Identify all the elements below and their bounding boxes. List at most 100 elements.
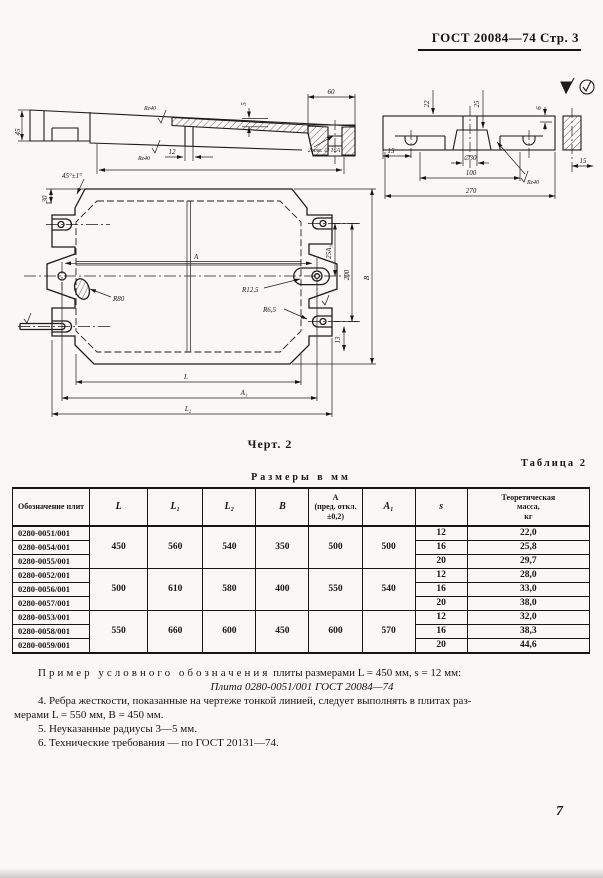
value-A1: 540: [361, 568, 416, 611]
finish-mark-label: Rz40: [143, 105, 156, 112]
table-header-row: Обозначение плит L L₁ L₂ B A (пред. откл…: [11, 487, 591, 527]
note-5: 5. Неуказанные радиусы 3—5 мм.: [38, 723, 197, 736]
table-row: 0280-0058/001 16 38,3: [11, 624, 591, 639]
example-designation-intro: Пример условного обозначения плиты разме…: [38, 667, 462, 679]
col-B: B: [255, 487, 310, 527]
dim-l: L: [183, 373, 188, 381]
surface-finish-icon: [23, 312, 32, 324]
value-B: 450: [255, 610, 310, 654]
surface-finish-icon: [157, 109, 167, 124]
dim-r6-5: R6,5: [262, 306, 277, 314]
value-L1: 560: [147, 525, 204, 569]
dim-60: 60: [328, 88, 336, 96]
value-mass: 38,0: [466, 596, 591, 611]
right-section-dimensions: [382, 90, 594, 199]
value-A: 500: [308, 525, 363, 569]
table-row: 0280-0055/001 20 29,7: [11, 554, 591, 569]
plan-rib-outline: [75, 200, 302, 353]
value-s: 16: [414, 624, 468, 639]
dim-12: 12: [169, 148, 177, 156]
label-a: A: [193, 253, 199, 261]
dim-15-right: 15: [580, 157, 588, 165]
dim-d30: ∅30: [463, 154, 477, 162]
finish-mark-label: Rz40: [526, 179, 539, 186]
page-bottom-shadow: [0, 868, 603, 878]
dim-b: B: [363, 275, 371, 280]
notes-block: Пример условного обозначения плиты разме…: [14, 666, 590, 750]
plan-dimensions: [23, 178, 376, 417]
value-mass: 32,0: [466, 610, 591, 625]
value-s: 16: [414, 540, 468, 555]
surface-finish-general-icon: [560, 78, 575, 95]
value-mass: 28,0: [466, 568, 591, 583]
plate-designation: 0280-0057/001: [11, 596, 91, 611]
note-6: 6. Технические требования — по ГОСТ 2013…: [38, 737, 279, 750]
note-4: 4. Ребра жесткости, показанные на чертеж…: [14, 695, 472, 722]
value-A: 600: [308, 610, 363, 654]
dim-a1: A₁: [240, 389, 248, 397]
plan-view: 45°±1° 30 A R80 R12,5 R6,5 25A₃ 200 B 13…: [18, 172, 376, 417]
dim-r12-5: R12,5: [241, 286, 259, 294]
dim-angle: 45°±1°: [62, 172, 82, 180]
value-A: 550: [308, 568, 363, 611]
value-mass: 33,0: [466, 582, 591, 597]
dim-6: 6: [535, 106, 543, 110]
value-mass: 38,3: [466, 624, 591, 639]
dim-30: 30: [41, 195, 49, 204]
col-designation: Обозначение плит: [11, 487, 91, 527]
plate-designation: 0280-0052/001: [11, 568, 91, 583]
dim-100: 100: [466, 169, 477, 177]
table-row: 0280-0056/001 16 33,0: [11, 582, 591, 597]
table-row: 0280-0051/001 450 560 540 350 500 500 12…: [11, 525, 591, 569]
plan-outline: [19, 188, 338, 365]
value-s: 20: [414, 596, 468, 611]
plate-designation: 0280-0053/001: [11, 610, 91, 625]
table-row: 0280-0059/001 20 44,6: [11, 638, 591, 654]
value-L: 500: [89, 568, 149, 611]
col-A: A (пред. откл. ±0,2): [308, 487, 363, 527]
value-A1: 500: [361, 525, 416, 569]
plate-designation: 0280-0051/001: [11, 525, 91, 541]
value-A1: 570: [361, 610, 416, 654]
plate-designation: 0280-0054/001: [11, 540, 91, 555]
surface-finish-icon: [151, 139, 161, 154]
left-section-outline: [29, 109, 356, 157]
value-L: 550: [89, 610, 149, 654]
table-row: 0280-0052/001 500 610 580 400 550 540 12…: [11, 568, 591, 611]
value-mass: 29,7: [466, 554, 591, 569]
plate-designation: 0280-0059/001: [11, 638, 91, 654]
table-title: Таблица 2: [520, 458, 587, 469]
value-s: 20: [414, 554, 468, 569]
dim-200: 200: [343, 269, 351, 280]
value-L2: 540: [202, 525, 257, 569]
dim-5: 5: [240, 102, 248, 106]
value-L1: 610: [147, 568, 204, 611]
right-section-outline: [382, 115, 582, 151]
dim-25a3: 25A₃: [325, 245, 333, 259]
value-L: 450: [89, 525, 149, 569]
holes-note: 2отв. ∅ 16А: [308, 147, 341, 154]
dim-r80: R80: [112, 295, 125, 303]
plan-ribs: [76, 201, 301, 352]
dim-l2: L₂: [184, 405, 192, 413]
col-mass: Теоретическая масса, кг: [466, 487, 591, 527]
dim-13: 13: [334, 336, 342, 344]
col-A1: A₁: [361, 487, 416, 527]
col-L2: L₂: [202, 487, 257, 527]
dim-45: 45: [14, 128, 22, 136]
value-L2: 600: [202, 610, 257, 654]
table-units-label: Размеры в мм: [251, 472, 351, 483]
page-header: ГОСТ 20084—74 Стр. 3: [417, 30, 581, 51]
value-L2: 580: [202, 568, 257, 611]
value-B: 350: [255, 525, 310, 569]
surface-finish-icon: [520, 170, 529, 183]
value-mass: 22,0: [466, 525, 591, 541]
value-mass: 44,6: [466, 638, 591, 654]
col-L1: L₁: [147, 487, 204, 527]
dimensions-table: Обозначение плит L L₁ L₂ B A (пред. откл…: [11, 487, 591, 654]
table-row: 0280-0053/001 550 660 600 450 600 570 12…: [11, 610, 591, 654]
circled-check-icon: [579, 79, 595, 95]
dim-270: 270: [466, 187, 477, 195]
col-L: L: [89, 487, 149, 527]
